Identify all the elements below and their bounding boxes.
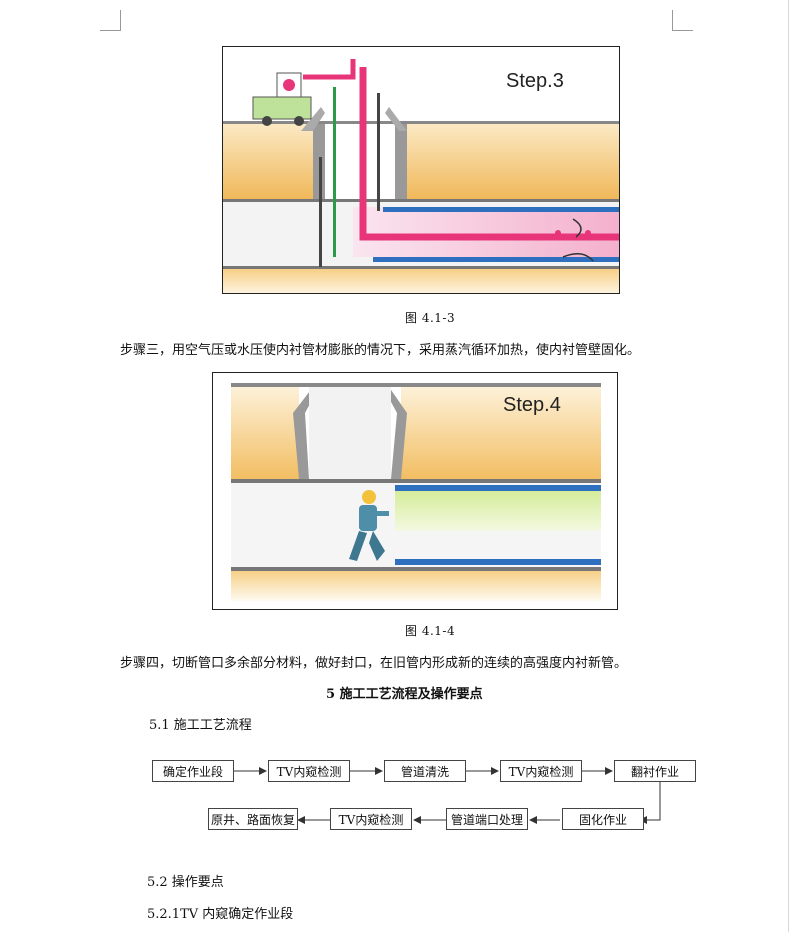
figure-step4-illustration: Step.4: [231, 383, 601, 601]
figure-caption: 图 4.1-3: [405, 311, 456, 325]
page-edge-line: [788, 0, 789, 932]
step4-label: Step.4: [503, 394, 561, 416]
corner-mark-right: [672, 10, 693, 31]
flow-box: 固化作业: [562, 808, 644, 830]
flow-box: 管道端口处理: [446, 808, 528, 830]
subsection-title: 5.1 施工工艺流程: [149, 718, 252, 733]
flow-box: TV内窥检测: [500, 760, 582, 782]
flow-box: 翻衬作业: [614, 760, 696, 782]
paragraph-step3: 步骤三，用空气压或水压使内衬管材膨胀的情况下，采用蒸汽循环加热，使内衬管壁固化。: [120, 343, 641, 358]
subsection-title: 5.2 操作要点: [147, 875, 224, 890]
figure-caption: 图 4.1-4: [405, 624, 456, 638]
flow-box: 确定作业段: [152, 760, 234, 782]
subsection-title: 5.2.1TV 内窥确定作业段: [147, 907, 294, 922]
flow-box: TV内窥检测: [268, 760, 350, 782]
flow-box: TV内窥检测: [330, 808, 412, 830]
figure-step4: Step.4: [212, 372, 618, 610]
corner-mark-left: [100, 10, 121, 31]
step3-label: Step.3: [506, 70, 564, 92]
paragraph-step4: 步骤四，切断管口多余部分材料，做好封口，在旧管内形成新的连续的高强度内衬新管。: [120, 656, 628, 671]
figure-step3-illustration: Step.3: [223, 59, 619, 293]
section-title: 5 施工工艺流程及操作要点: [326, 687, 483, 702]
flow-box: 原井、路面恢复: [208, 808, 298, 830]
figure-step3: Step.3: [222, 46, 620, 294]
flow-box: 管道清洗: [384, 760, 466, 782]
